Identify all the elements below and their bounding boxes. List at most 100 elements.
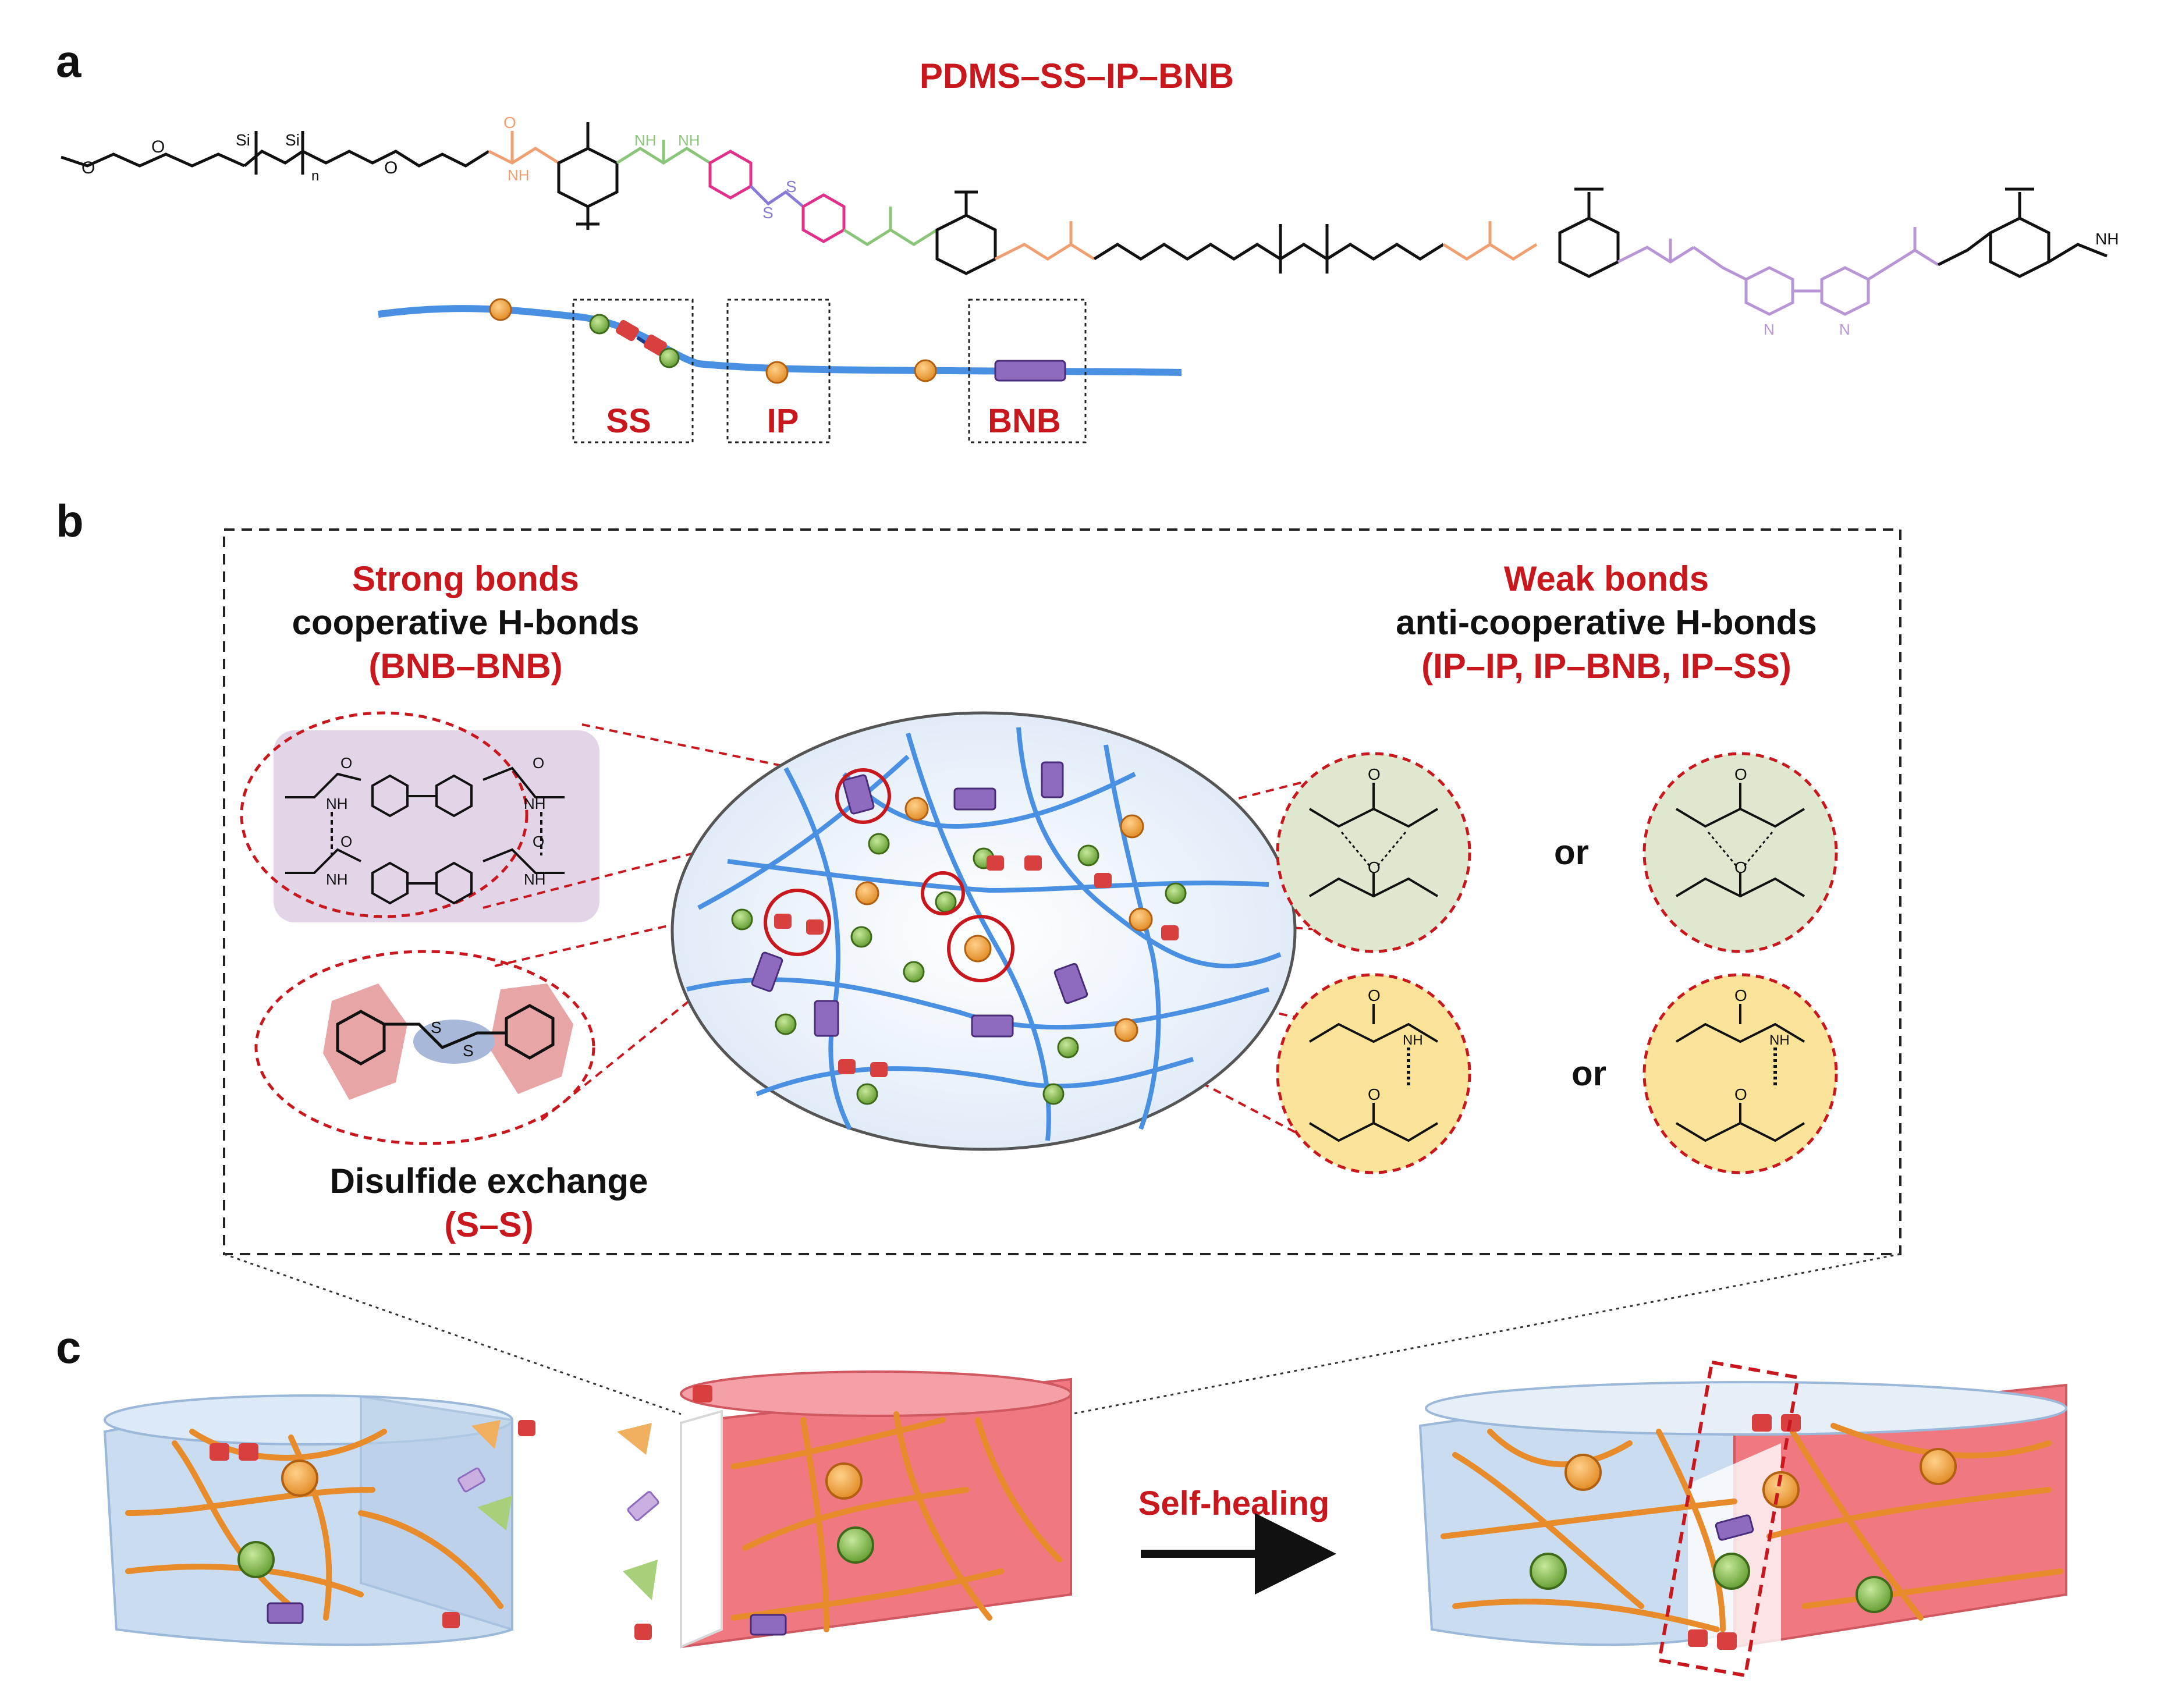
urea-bead	[731, 908, 753, 931]
atom-o: O	[533, 833, 544, 850]
ip-ip-alt-inset	[1642, 752, 1838, 953]
ip-bead	[489, 298, 512, 321]
or-label-bottom: or	[1571, 1054, 1606, 1093]
ss-hexagon	[1688, 1629, 1708, 1647]
ss-hexagon	[806, 919, 824, 935]
disulfide-inset: S S	[254, 950, 595, 1145]
gel-piece-blue	[103, 1394, 535, 1646]
ss-green-bead	[659, 347, 680, 368]
gel-healed	[1418, 1360, 2067, 1678]
panel-b-frame	[223, 528, 1901, 1255]
ip-box	[726, 299, 831, 443]
atom-o: O	[151, 137, 165, 157]
disulfide-title: Disulfide exchange	[329, 1162, 648, 1201]
urea-bead	[1856, 1576, 1893, 1613]
zoom-lines-c	[223, 1253, 1901, 1415]
atom-n: N	[1764, 321, 1775, 338]
atom-o: O	[340, 833, 352, 850]
atom-o: O	[1368, 858, 1381, 876]
atom-nh: NH	[326, 795, 348, 812]
ss-hexagon	[693, 1385, 712, 1402]
segment-label-bnb: BNB	[988, 402, 1061, 440]
urea-bead	[775, 1013, 797, 1035]
atom-o: O	[384, 158, 398, 177]
ip-bead	[1114, 1018, 1138, 1042]
urea-bead	[1077, 844, 1099, 867]
ip-bead	[914, 359, 937, 382]
atom-nh: NH	[1403, 1032, 1423, 1048]
ss-hexagon	[1024, 855, 1042, 871]
atom-o: O	[340, 754, 352, 772]
ip-bead	[1120, 814, 1144, 839]
strong-bonds-title: Strong bonds	[352, 559, 579, 598]
bnb-block	[751, 951, 783, 992]
bnb-block	[1041, 761, 1064, 798]
ip-bead	[281, 1460, 318, 1497]
panel-b-label: b	[56, 495, 84, 546]
weak-bonds-title: Weak bonds	[1503, 559, 1709, 598]
ip-ip-inset	[1276, 752, 1471, 953]
atom-nh: NH	[524, 795, 546, 812]
urea-bead	[935, 891, 957, 913]
strong-bonds-pair: (BNB–BNB)	[368, 647, 563, 686]
ip-bead	[1129, 907, 1153, 932]
ss-hexagon	[644, 334, 667, 356]
polymer-structure: O O Si Si n O O NH NH NH S S	[61, 113, 2119, 338]
ip-bead	[1762, 1471, 1800, 1508]
bnb-bnb-inset: NH NH NH NH O O O O	[240, 711, 599, 922]
ss-hexagon	[1717, 1632, 1737, 1650]
gel-piece-red	[617, 1370, 1072, 1649]
ss-hexagon	[616, 319, 639, 342]
ip-bead	[1920, 1448, 1957, 1485]
polymer-title: PDMS–SS–IP–BNB	[919, 56, 1234, 95]
atom-o: O	[533, 754, 544, 772]
weak-bonds-pair: (IP–IP, IP–BNB, IP–SS)	[1421, 647, 1791, 686]
ss-hexagon	[1094, 873, 1112, 888]
atom-si: Si	[285, 131, 300, 149]
ip-bead	[855, 881, 879, 906]
ip-bead	[1564, 1454, 1602, 1491]
atom-s: S	[786, 177, 797, 196]
atom-o: O	[1734, 1085, 1747, 1103]
bnb-block	[1053, 963, 1088, 1004]
bnb-block	[971, 1014, 1014, 1038]
urea-bead	[1530, 1553, 1567, 1590]
highlight-circle	[764, 889, 831, 956]
urea-bead	[868, 833, 890, 855]
urea-bead	[856, 1083, 878, 1105]
atom-o: O	[1734, 858, 1747, 876]
segment-label-ss: SS	[606, 402, 651, 440]
atom-nh: NH	[2095, 230, 2119, 248]
atom-o: O	[1368, 1085, 1381, 1103]
strong-bonds-subtitle: cooperative H-bonds	[292, 603, 640, 642]
ip-ss-inset	[1642, 973, 1838, 1174]
urea-bead	[237, 1541, 275, 1578]
ss-hexagon	[774, 914, 792, 929]
atom-o: O	[1368, 765, 1381, 783]
urea-bead	[1713, 1553, 1750, 1590]
or-label-top: or	[1554, 833, 1589, 872]
atom-nh: NH	[524, 871, 546, 888]
highlight-circle	[921, 871, 965, 915]
atom-s: S	[463, 1042, 474, 1060]
bnb-box	[968, 299, 1087, 443]
ss-green-bead	[589, 314, 610, 335]
ss-hexagon	[442, 1612, 460, 1628]
bnb-block	[750, 1614, 787, 1636]
heal-interface-box	[1657, 1360, 1800, 1678]
bnb-block	[457, 1467, 485, 1493]
atom-nh: NH	[634, 132, 657, 149]
ss-hexagon	[210, 1443, 229, 1461]
urea-bead	[837, 1526, 874, 1564]
ip-bead	[825, 1462, 863, 1500]
bnb-block	[994, 360, 1066, 382]
atom-o: O	[81, 158, 95, 177]
ss-hexagon	[1161, 925, 1179, 940]
atom-nh: NH	[1769, 1032, 1790, 1048]
ss-hexagon	[239, 1443, 258, 1461]
ss-hexagon	[1752, 1414, 1772, 1432]
highlight-circle	[947, 915, 1014, 982]
repeat-n: n	[311, 168, 319, 184]
bnb-block	[842, 774, 875, 815]
